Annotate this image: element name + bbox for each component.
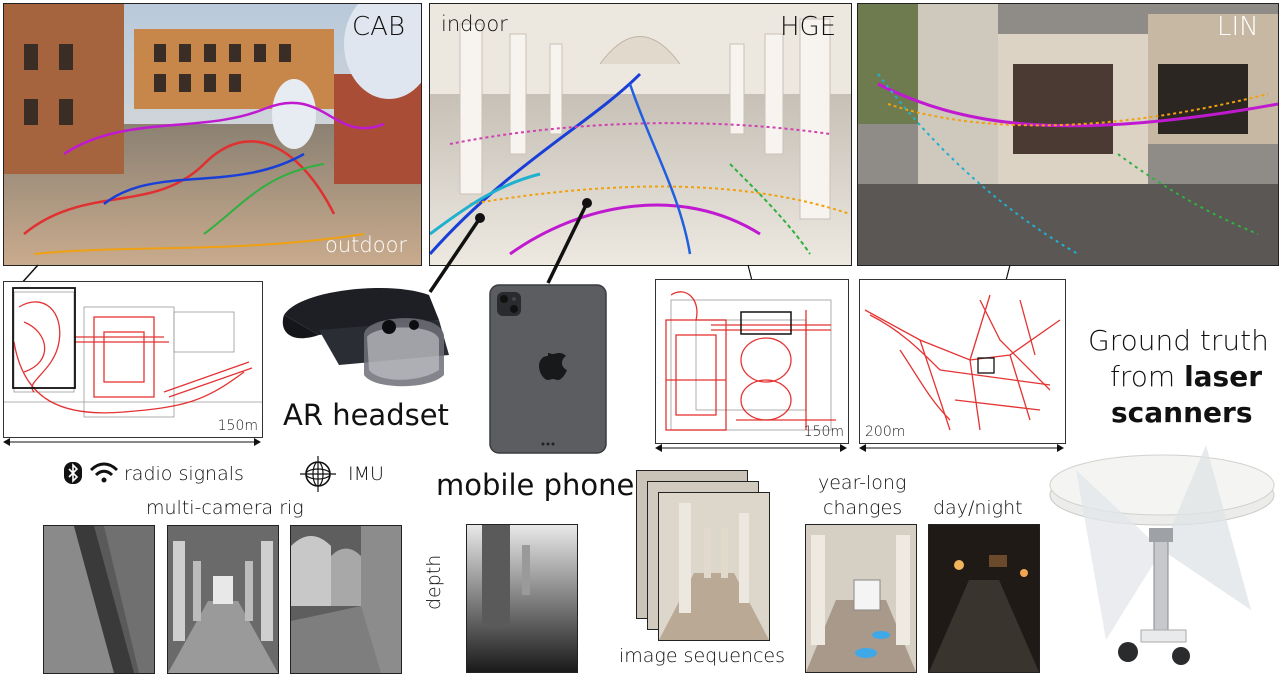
laser-scanner-image xyxy=(1046,440,1278,672)
cab-map: 150m xyxy=(3,281,263,438)
lin-photo xyxy=(857,3,1279,266)
depth-label: depth xyxy=(423,554,445,610)
ar-headset-image xyxy=(279,275,459,395)
changes-label: changes xyxy=(823,497,903,519)
bluetooth-icon xyxy=(64,462,82,484)
ground-truth-laser: laser xyxy=(1184,360,1263,393)
hge-scalebar xyxy=(655,444,847,452)
depth-image xyxy=(466,524,578,673)
hge-map: 150m xyxy=(655,279,849,444)
ground-truth-line3: scanners xyxy=(1111,396,1253,429)
rig-camera-right xyxy=(290,525,402,674)
rig-camera-left xyxy=(43,525,155,674)
year-long-label: year-long xyxy=(818,472,907,494)
ground-truth-prefix: from xyxy=(1110,360,1185,393)
site-name-hge: HGE xyxy=(780,12,837,42)
lin-map: 200m xyxy=(859,279,1066,444)
day-night-image xyxy=(928,524,1040,673)
lin-scalebar xyxy=(859,444,1064,452)
lin-map-scale: 200m xyxy=(865,424,906,440)
cab-scalebar xyxy=(3,438,261,446)
site-tag-outdoor: outdoor xyxy=(325,233,408,257)
site-name-cab: CAB xyxy=(352,12,405,42)
hge-map-scale: 150m xyxy=(803,424,844,440)
imu-label: IMU xyxy=(348,463,384,485)
cab-photo xyxy=(3,3,422,266)
cab-map-scale: 150m xyxy=(217,418,258,434)
mobile-phone-image xyxy=(489,284,607,454)
year-long-changes-image xyxy=(805,524,917,673)
radio-signals-label: radio signals xyxy=(124,463,244,485)
day-night-label: day/night xyxy=(933,497,1023,519)
imu-icon xyxy=(300,456,336,492)
image-sequences-label: image sequences xyxy=(619,645,786,667)
rig-camera-center xyxy=(167,525,279,674)
hge-photo xyxy=(429,3,852,266)
ar-headset-label: AR headset xyxy=(283,398,449,432)
ground-truth-line2: from laser xyxy=(1110,360,1262,393)
site-tag-indoor: indoor xyxy=(441,12,508,36)
site-name-lin: LIN xyxy=(1217,12,1259,42)
ground-truth-line1: Ground truth xyxy=(1088,324,1269,357)
multi-camera-rig-label: multi-camera rig xyxy=(146,497,304,519)
wifi-icon xyxy=(89,462,119,484)
mobile-phone-label: mobile phone xyxy=(436,468,635,502)
sequence-frame-front xyxy=(658,492,770,641)
